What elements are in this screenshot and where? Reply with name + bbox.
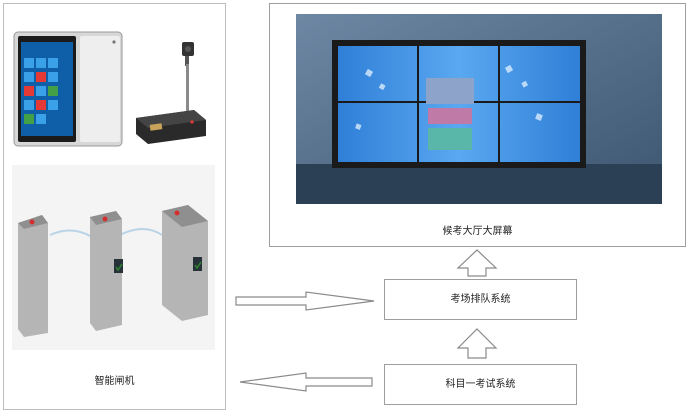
arrow-queue-to-screen (456, 249, 498, 277)
queue-system-label: 考场排队系统 (450, 294, 511, 305)
queue-system-box: 考场排队系统 (384, 279, 577, 320)
exam-system-label: 科目一考试系统 (445, 379, 516, 390)
tablet-device-image (13, 31, 123, 147)
video-wall-image (296, 14, 662, 204)
exam-system-box: 科目一考试系统 (384, 364, 577, 405)
screen-label: 候考大厅大屏幕 (442, 226, 513, 237)
arrow-exam-to-gate (239, 372, 373, 392)
arrow-gate-to-queue (235, 291, 375, 311)
arrow-exam-to-queue (456, 328, 498, 359)
turnstile-gate-image (12, 165, 215, 350)
id-scanner-image (136, 42, 206, 144)
gate-label: 智能闸机 (94, 376, 135, 387)
